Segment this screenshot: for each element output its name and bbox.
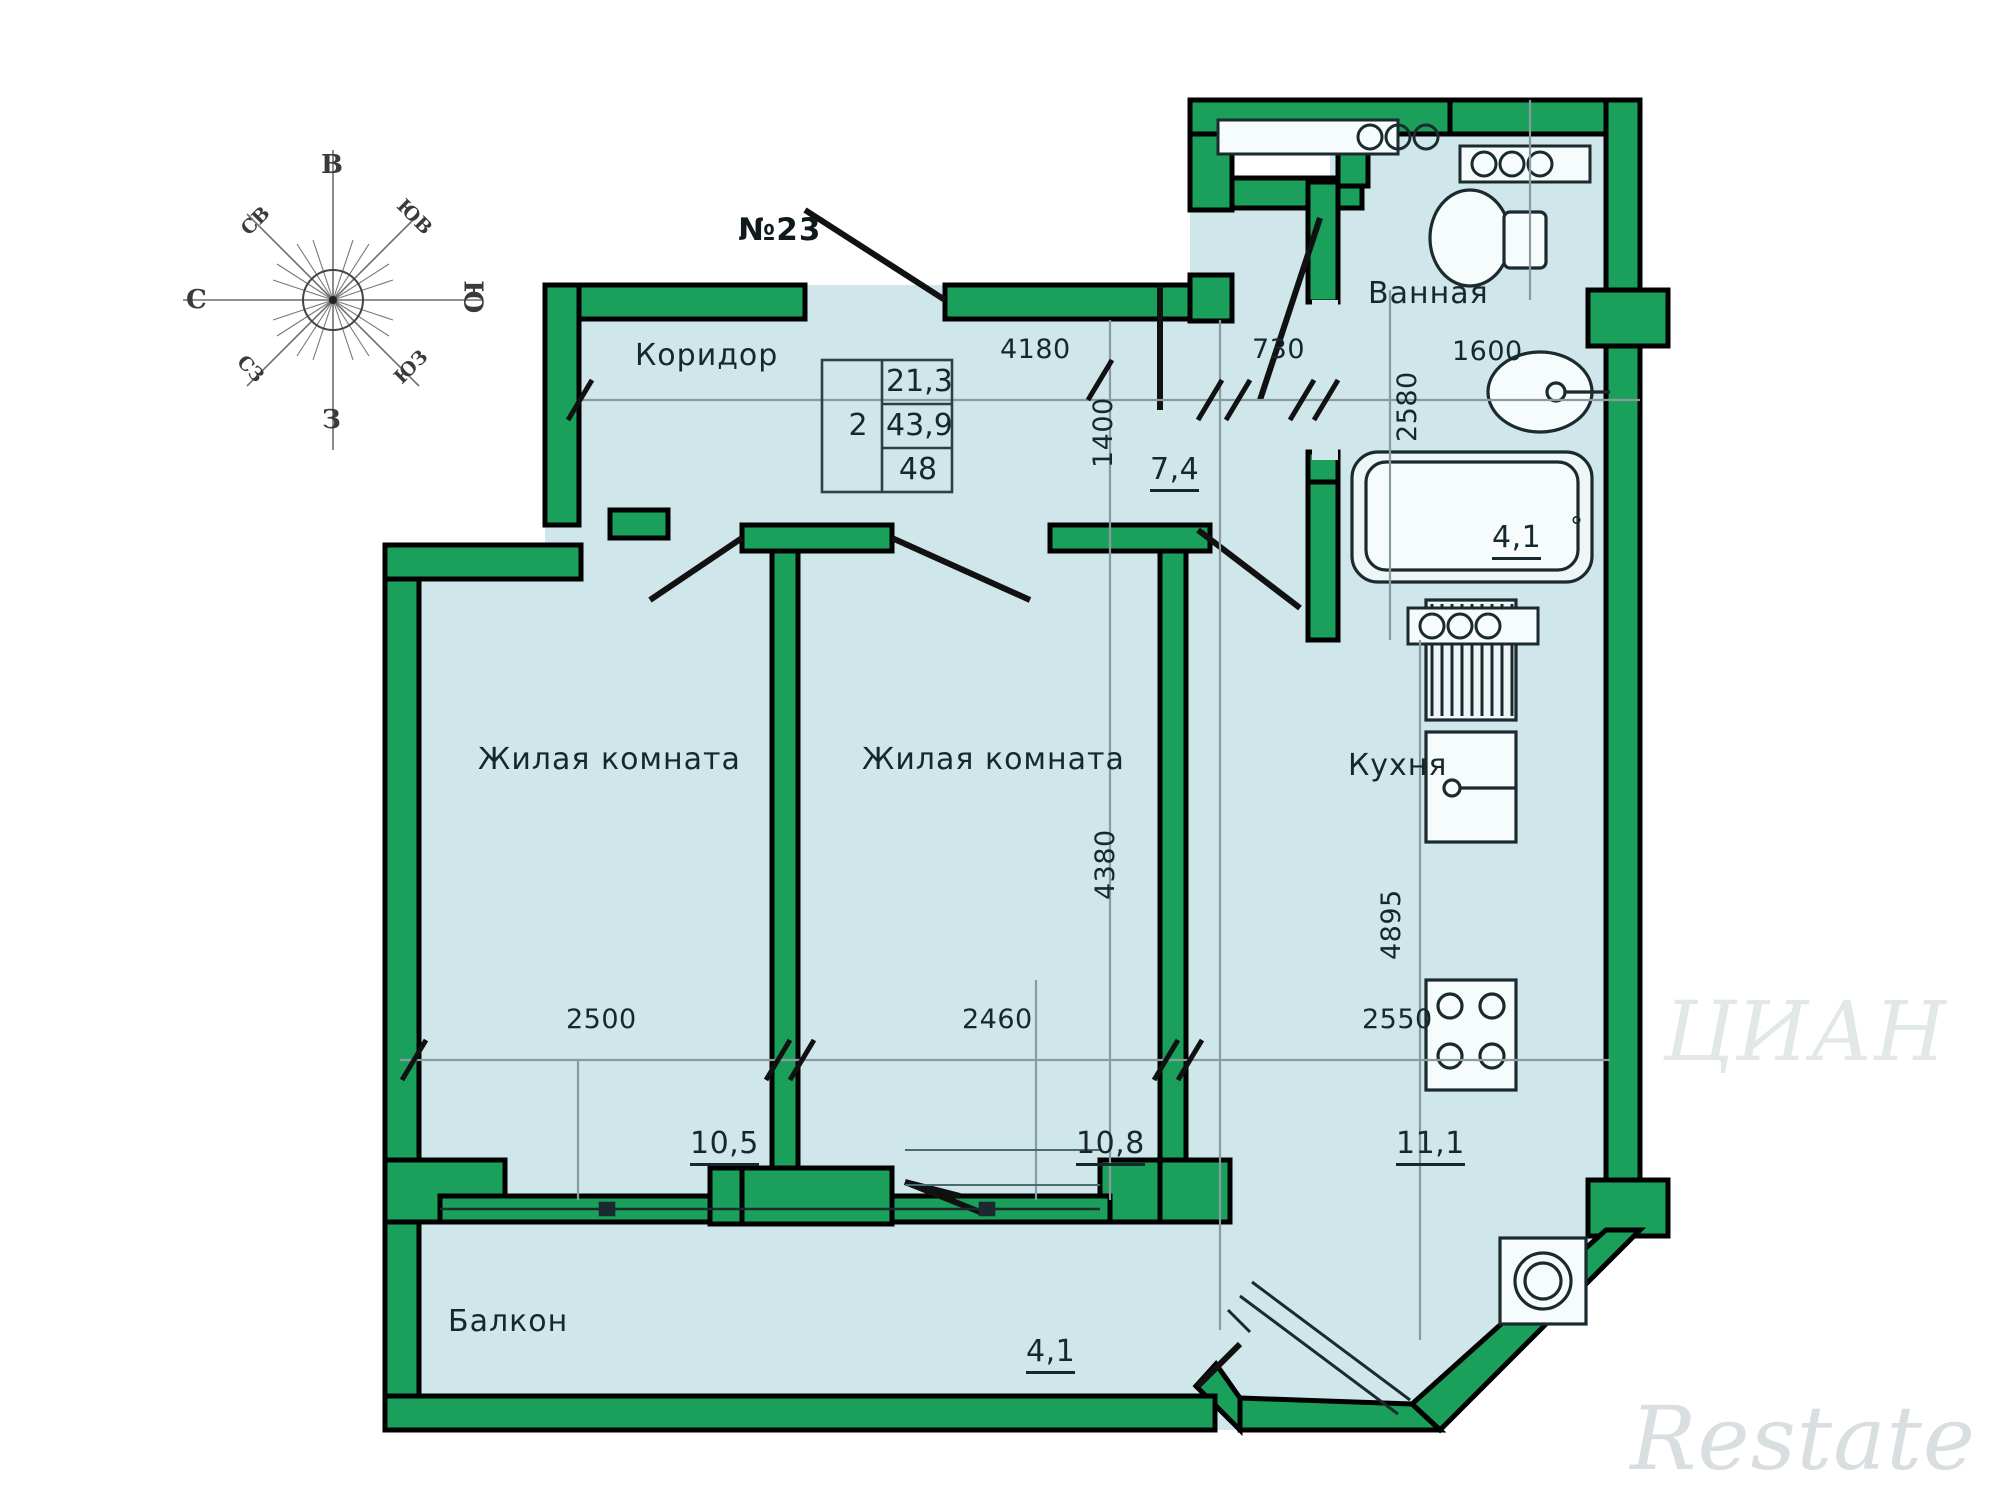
bathroom-fixtures (1350, 188, 1610, 584)
dimension-ticks (399, 358, 1341, 1082)
dimension-room-depth: 4380 (1090, 829, 1121, 900)
door-swings (648, 207, 1323, 1389)
dimension-kitchen-depth: 4895 (1376, 889, 1407, 960)
watermark-secondary: ЦИАН (1663, 985, 1948, 1080)
area-corridor: 7,4 (1150, 452, 1200, 492)
room-label-kitchen: Кухня (1348, 748, 1448, 783)
compass-label-east: В (321, 150, 343, 180)
area-living-room-2: 10,8 (1076, 1126, 1145, 1166)
info-table-grid (820, 358, 954, 494)
compass-rose-graphic (183, 150, 483, 450)
room-label-living-room-2: Жилая комната (862, 742, 1125, 777)
dimension-room1-width: 2500 (566, 1004, 637, 1035)
balcony-railing (440, 1201, 1100, 1217)
area-bathroom: 4,1 (1492, 520, 1542, 560)
compass-label-north: С (186, 285, 207, 315)
area-balcony: 4,1 (1026, 1334, 1076, 1374)
dimension-bathroom-width: 1600 (1452, 336, 1523, 367)
kitchen-fixtures (1424, 598, 1588, 1326)
dimension-corridor-depth: 1400 (1088, 397, 1119, 468)
room-label-bathroom: Ванная (1368, 276, 1489, 311)
dimension-lines (400, 100, 1640, 1340)
watermark-restate: Restate (1630, 1387, 1976, 1490)
compass-label-west: З (322, 405, 341, 435)
dimension-kitchen-width: 2550 (1362, 1004, 1433, 1035)
dimension-corridor-width: 4180 (1000, 334, 1071, 365)
dimension-room2-width: 2460 (962, 1004, 1033, 1035)
upper-cabinets (1216, 118, 1592, 184)
plan-number-label: №23 (738, 212, 822, 248)
room-label-balcony: Балкон (448, 1304, 569, 1339)
dimension-bathroom-depth: 2580 (1392, 371, 1423, 442)
area-living-room-1: 10,5 (690, 1126, 759, 1166)
info-living-area: 21,3 (886, 364, 953, 399)
info-total-area: 48 (898, 452, 938, 487)
dimension-hall-gap: 730 (1252, 334, 1306, 365)
area-bathroom-degree-mark: ° (1570, 512, 1583, 542)
compass-label-south: Ю (457, 280, 488, 314)
bathroom-lower-cabinets (1406, 606, 1540, 646)
info-rooms-count: 2 (848, 408, 868, 443)
room-outline-lines (905, 1149, 1100, 1186)
info-area-without-balcony: 43,9 (886, 408, 953, 443)
balcony-glazing (1226, 1280, 1411, 1416)
area-kitchen: 11,1 (1396, 1126, 1465, 1166)
room-label-living-room-1: Жилая комната (478, 742, 741, 777)
room-label-corridor: Коридор (635, 338, 779, 373)
